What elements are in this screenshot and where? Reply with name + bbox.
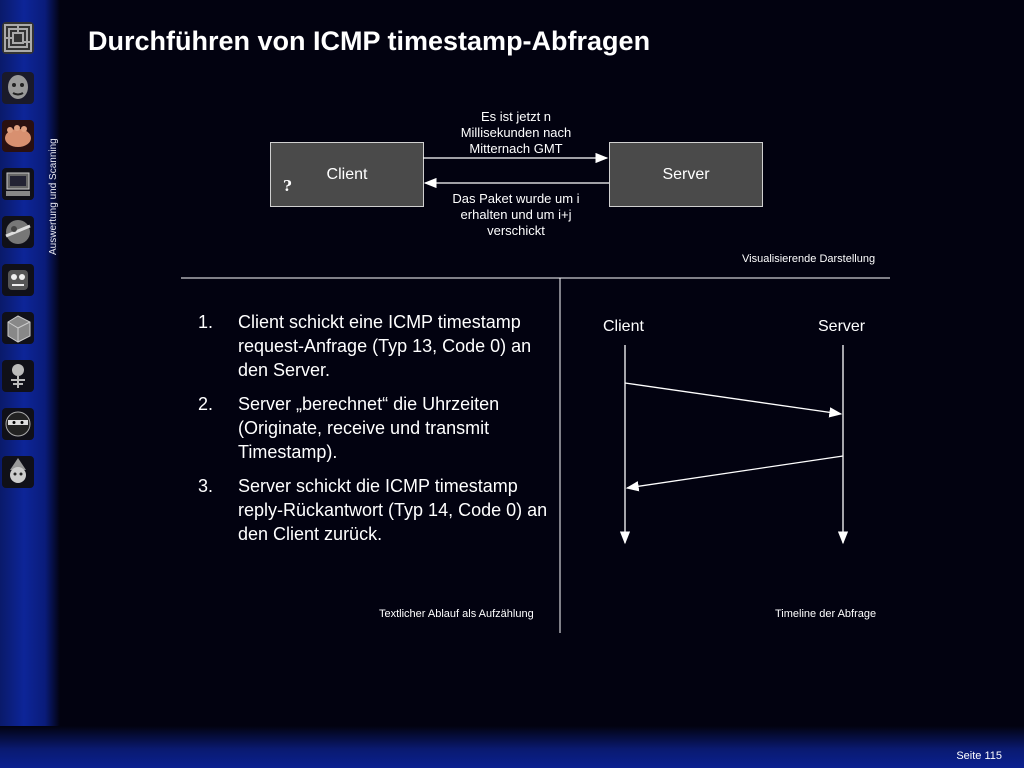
- reply-timeline-arrow: [627, 456, 843, 488]
- page-number: Seite 115: [956, 750, 1002, 762]
- steps-caption: Textlicher Ablauf als Aufzählung: [379, 608, 534, 620]
- list-item: 3. Server schickt die ICMP timestamp rep…: [198, 474, 548, 546]
- timeline-client-label: Client: [603, 318, 644, 336]
- request-timeline-arrow: [625, 383, 841, 414]
- steps-list: 1. Client schickt eine ICMP timestamp re…: [198, 310, 548, 556]
- list-item: 1. Client schickt eine ICMP timestamp re…: [198, 310, 548, 382]
- timeline-server-label: Server: [818, 318, 865, 336]
- timeline-caption: Timeline der Abfrage: [775, 608, 876, 620]
- list-item: 2. Server „berechnet“ die Uhrzeiten (Ori…: [198, 392, 548, 464]
